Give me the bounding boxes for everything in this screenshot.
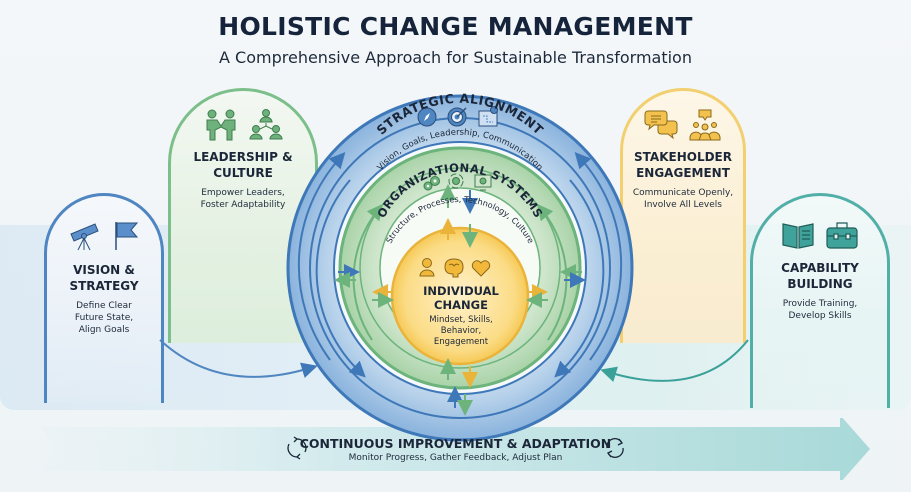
continuous-improvement-arrow bbox=[40, 418, 870, 480]
individual-change-description: Mindset, Skills, Behavior, Engagement bbox=[429, 315, 493, 347]
toolbox-icon bbox=[826, 222, 858, 249]
vision-strategy-panel: VISION & STRATEGY Define Clear Future St… bbox=[44, 193, 164, 403]
roadmap-icon bbox=[478, 106, 498, 127]
panel-description: Empower Leaders, Foster Adaptability bbox=[200, 188, 286, 210]
page-subtitle: A Comprehensive Approach for Sustainable… bbox=[219, 48, 692, 67]
page-title: HOLISTIC CHANGE MANAGEMENT bbox=[218, 12, 693, 41]
computer-gear-icon bbox=[474, 174, 492, 191]
cycle-arrows-icon bbox=[606, 438, 624, 458]
compass-icon bbox=[417, 107, 437, 127]
organizational-systems-title: ORGANIZATIONAL SYSTEMS bbox=[374, 161, 546, 221]
panel-description: Communicate Openly, Involve All Levels bbox=[632, 188, 734, 210]
capability-building-panel: CAPABILITY BUILDING Provide Training, De… bbox=[750, 193, 890, 408]
strategic-alignment-subtitle: Vision, Goals, Leadership, Communication bbox=[376, 128, 545, 173]
stakeholder-engagement-panel: STAKEHOLDER ENGAGEMENT Communicate Openl… bbox=[620, 88, 746, 343]
panel-title: VISION & STRATEGY bbox=[69, 263, 139, 293]
individual-change-title: INDIVIDUAL CHANGE Mindset, Skills, Behav… bbox=[400, 284, 522, 348]
chat-bubbles-icon bbox=[644, 110, 678, 139]
panel-title: CAPABILITY BUILDING bbox=[781, 261, 859, 291]
continuous-improvement-label: CONTINUOUS IMPROVEMENT & ADAPTATION Moni… bbox=[299, 436, 612, 463]
flag-icon bbox=[115, 222, 139, 250]
panel-description: Define Clear Future State, Align Goals bbox=[74, 301, 134, 335]
org-chart-icon bbox=[249, 109, 283, 140]
open-book-icon bbox=[782, 223, 814, 249]
panel-title: LEADERSHIP & CULTURE bbox=[193, 150, 293, 180]
handshake-icon bbox=[206, 109, 236, 141]
panel-description: Provide Training, Develop Skills bbox=[782, 299, 858, 321]
cycle-gear-icon bbox=[448, 173, 464, 189]
strategic-alignment-title: STRATEGIC ALIGNMENT bbox=[373, 91, 546, 138]
target-icon bbox=[447, 107, 467, 127]
cycle-arrows-icon bbox=[287, 436, 307, 460]
panel-title: STAKEHOLDER ENGAGEMENT bbox=[634, 150, 732, 180]
gears-icon bbox=[423, 176, 440, 191]
leadership-culture-panel: LEADERSHIP & CULTURE Empower Leaders, Fo… bbox=[168, 88, 318, 343]
telescope-icon bbox=[70, 223, 99, 251]
group-announcement-icon bbox=[689, 109, 721, 141]
